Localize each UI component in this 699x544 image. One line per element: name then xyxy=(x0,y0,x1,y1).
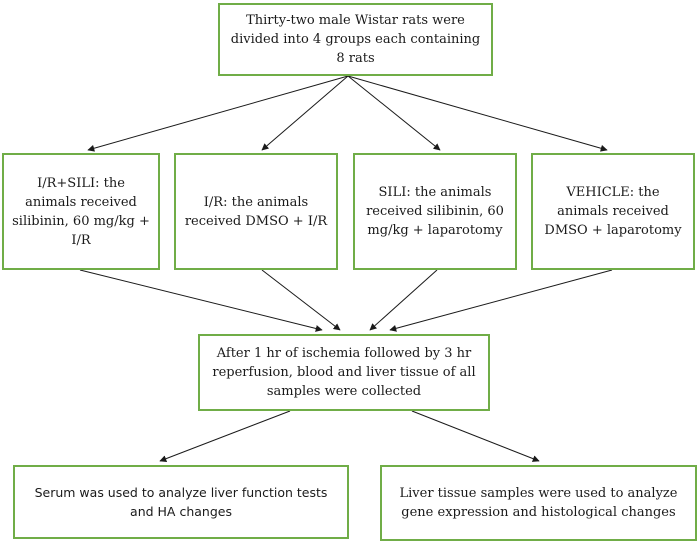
node-serum: Serum was used to analyze liver function… xyxy=(13,465,349,539)
node-group-vehicle: VEHICLE: the animals received DMSO + lap… xyxy=(531,153,695,270)
node-group-ir-sili: I/R+SILI: the animals received silibinin… xyxy=(2,153,160,270)
arrow-top-to-ir xyxy=(261,75,349,151)
node-group-ir-sili-text: I/R+SILI: the animals received silibinin… xyxy=(12,175,150,248)
node-group-ir-text: I/R: the animals received DMSO + I/R xyxy=(184,194,328,229)
node-collection-text: After 1 hr of ischemia followed by 3 hr … xyxy=(212,346,476,399)
arrow-collection-to-tissue xyxy=(411,410,540,462)
node-group-vehicle-text: VEHICLE: the animals received DMSO + lap… xyxy=(544,185,682,238)
node-group-sili: SILI: the animals received silibinin, 60… xyxy=(353,153,517,270)
arrow-collection-to-serum xyxy=(159,410,291,463)
node-group-ir: I/R: the animals received DMSO + I/R xyxy=(174,153,338,270)
node-collection: After 1 hr of ischemia followed by 3 hr … xyxy=(198,334,490,411)
arrow-ir-sili-to-collection xyxy=(79,269,323,332)
arrow-sili-to-collection xyxy=(369,269,438,331)
arrow-vehicle-to-collection xyxy=(389,269,613,332)
node-group-sili-text: SILI: the animals received silibinin, 60… xyxy=(366,185,504,238)
node-tissue-text: Liver tissue samples were used to analyz… xyxy=(399,486,678,520)
node-top: Thirty-two male Wistar rats were divided… xyxy=(218,3,493,76)
node-top-text: Thirty-two male Wistar rats were divided… xyxy=(230,13,481,66)
node-tissue: Liver tissue samples were used to analyz… xyxy=(380,465,697,541)
node-serum-text: Serum was used to analyze liver function… xyxy=(34,485,328,519)
arrow-top-to-ir-sili xyxy=(87,75,349,152)
arrow-ir-to-collection xyxy=(261,269,341,331)
arrow-top-to-sili xyxy=(347,75,441,151)
arrow-top-to-vehicle xyxy=(347,75,608,152)
